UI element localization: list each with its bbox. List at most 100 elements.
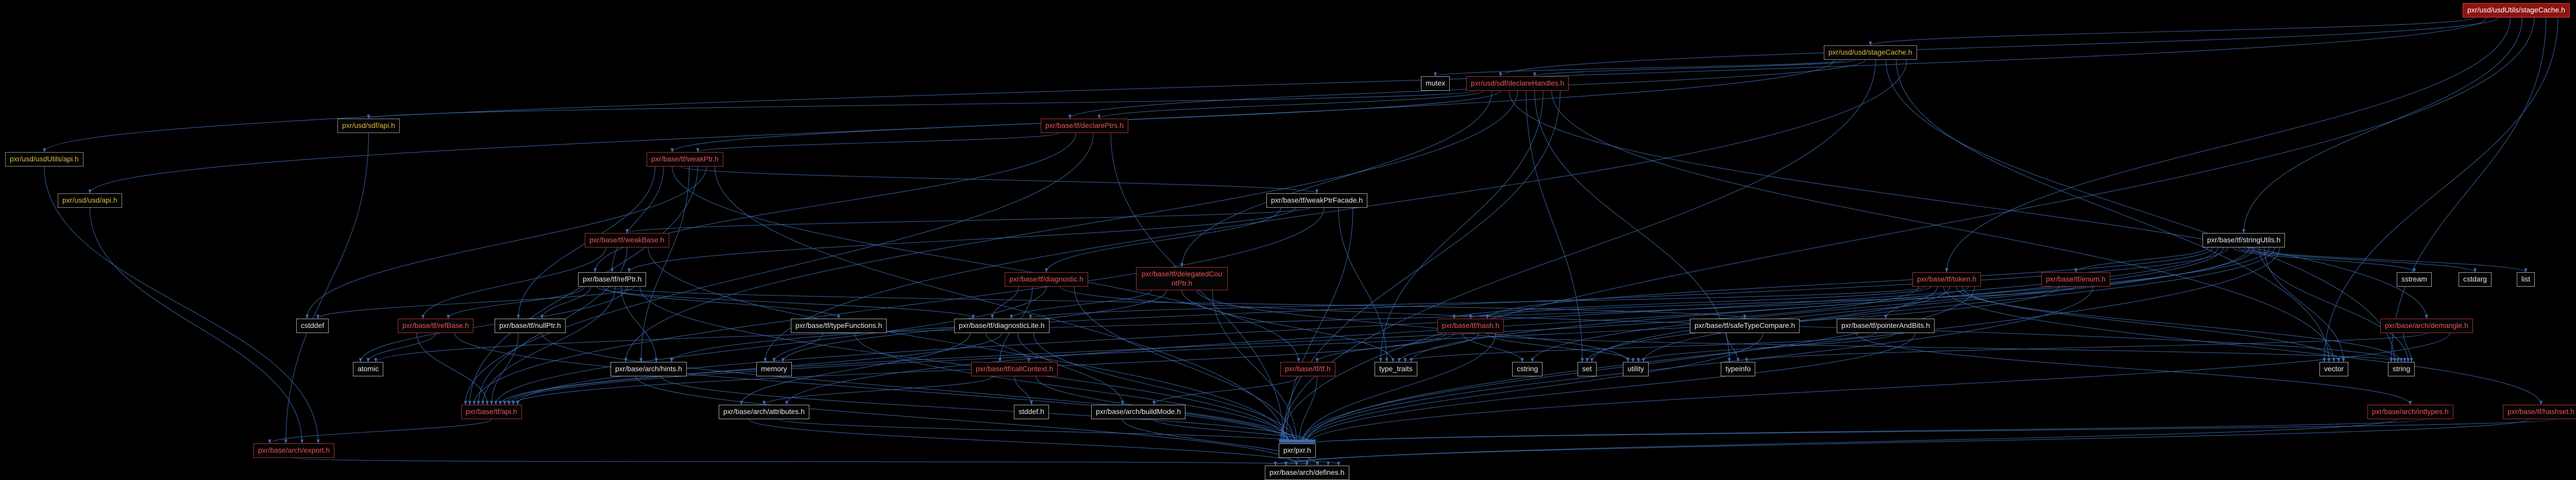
- graph-edge-refBase-to-pxr: [454, 333, 1292, 444]
- graph-node-usdStageCache[interactable]: pxr/usd/usd/stageCache.h: [1824, 45, 1917, 60]
- graph-node-delegatedCountPtr[interactable]: pxr/base/tf/delegatedCountPtr.h: [1136, 267, 1228, 290]
- graph-node-safeTypeCompare[interactable]: pxr/base/tf/safeTypeCompare.h: [1690, 319, 1800, 333]
- graph-edge-refPtr-to-hints: [621, 286, 658, 362]
- graph-edge-main-to-usdStageCache: [1869, 17, 2475, 46]
- graph-edge-main-to-token: [1945, 17, 2511, 273]
- graph-node-enum[interactable]: pxr/base/tf/enum.h: [2041, 272, 2110, 287]
- graph-edge-stringUtils-to-utility: [1642, 247, 2275, 362]
- graph-edge-usdApi-to-archExport: [89, 207, 304, 444]
- graph-edge-pointerAndBits-to-pxr: [1304, 333, 1916, 444]
- graph-node-cstddef: cstddef: [296, 319, 329, 333]
- graph-node-mutex: mutex: [1421, 76, 1450, 91]
- graph-edge-hash-to-type_traits: [1397, 333, 1480, 362]
- graph-node-hints[interactable]: pxr/base/arch/hints.h: [611, 362, 687, 376]
- graph-node-token[interactable]: pxr/base/tf/token.h: [1912, 272, 1981, 287]
- graph-edge-token-to-tfapi: [503, 286, 1919, 405]
- graph-node-stddef_h: stddef.h: [1014, 405, 1049, 419]
- graph-node-declareHandles[interactable]: pxr/usd/sdf/declareHandles.h: [1466, 76, 1569, 91]
- graph-edge-enum-to-pxr: [1300, 286, 2094, 444]
- graph-node-hashset[interactable]: pxr/base/tf/hashset.h: [2503, 405, 2576, 419]
- graph-edge-refPtr-to-cstddef: [316, 286, 634, 319]
- graph-edge-pxr-to-defines: [1297, 457, 1341, 466]
- graph-node-usdUtilsApi[interactable]: pxr/usd/usdUtils/api.h: [5, 152, 83, 167]
- graph-edge-usdStageCache-to-string: [1886, 59, 2396, 362]
- graph-edge-token-to-hash: [1452, 286, 1931, 319]
- graph-edge-delegatedCountPtr-to-utility: [1197, 290, 1630, 362]
- graph-node-diagnosticLite[interactable]: pxr/base/tf/diagnosticLite.h: [954, 319, 1049, 333]
- graph-edge-declarePtrs-to-refPtr: [594, 133, 1076, 273]
- graph-edge-buildMode-to-defines: [1122, 419, 1319, 466]
- graph-edge-nullPtr-to-pxr: [541, 333, 1293, 444]
- graph-edge-hash-to-string: [1470, 333, 2406, 362]
- graph-edge-stringUtils-to-type_traits: [1410, 247, 2270, 362]
- graph-edge-stringUtils-to-vector: [2264, 247, 2345, 362]
- graph-edge-main-to-vector: [2323, 17, 2558, 362]
- graph-node-buildMode[interactable]: pxr/base/arch/buildMode.h: [1091, 405, 1185, 419]
- graph-node-attributes[interactable]: pxr/base/arch/attributes.h: [719, 405, 809, 419]
- graph-edge-weakPtr-to-weakPtrFacade: [680, 166, 1318, 194]
- graph-node-weakPtrFacade[interactable]: pxr/base/tf/weakPtrFacade.h: [1266, 193, 1368, 208]
- graph-node-pointerAndBits[interactable]: pxr/base/tf/pointerAndBits.h: [1837, 319, 1935, 333]
- graph-edge-safeTypeCompare-to-pxr: [1302, 333, 1764, 444]
- graph-edge-main-to-declareHandles: [1499, 17, 2499, 77]
- graph-node-inttypes[interactable]: pxr/base/arch/inttypes.h: [2367, 405, 2453, 419]
- graph-edge-refPtr-to-atomic: [359, 286, 628, 362]
- graph-edge-stringUtils-to-attributes: [785, 247, 2224, 405]
- graph-node-declarePtrs[interactable]: pxr/base/tf/declarePtrs.h: [1041, 119, 1128, 133]
- graph-edge-weakPtr-to-tftf: [672, 166, 1300, 362]
- graph-node-weakBase[interactable]: pxr/base/tf/weakBase.h: [585, 233, 669, 247]
- graph-edge-declarePtrs-to-weakPtr: [696, 133, 1059, 153]
- graph-edge-enum-to-tfapi: [507, 286, 2059, 405]
- graph-node-refBase[interactable]: pxr/base/tf/refBase.h: [398, 319, 474, 333]
- graph-edge-usdUtilsApi-to-archExport: [44, 166, 320, 444]
- graph-edge-hash-to-utility: [1487, 333, 1635, 362]
- graph-edge-declareHandles-to-set: [1526, 90, 1584, 362]
- graph-node-typeFunctions[interactable]: pxr/base/tf/typeFunctions.h: [791, 319, 887, 333]
- graph-edge-stringUtils-to-cstring: [1531, 247, 2255, 362]
- graph-edge-declareHandles-to-sdfApi: [367, 90, 1476, 119]
- graph-edge-usdStageCache-to-vector: [1896, 59, 2331, 362]
- graph-edge-demangle-to-string: [2403, 333, 2413, 362]
- graph-edge-stringUtils-to-hints: [670, 247, 2229, 362]
- graph-node-diagnostic[interactable]: pxr/base/tf/diagnostic.h: [1005, 272, 1088, 287]
- graph-node-pxr[interactable]: pxr/pxr.h: [1279, 443, 1316, 458]
- graph-edge-refPtr-to-nullPtr: [540, 286, 591, 319]
- graph-edge-tftf-to-pxr: [1297, 376, 1317, 444]
- graph-node-archExport[interactable]: pxr/base/arch/export.h: [253, 443, 335, 458]
- graph-edge-hash-to-cstring: [1462, 333, 1524, 362]
- graph-node-stringUtils[interactable]: pxr/base/tf/stringUtils.h: [2202, 233, 2285, 247]
- graph-edge-weakPtr-to-cstddef: [306, 166, 707, 319]
- graph-edge-diagnosticLite-to-callContext: [986, 333, 1030, 362]
- graph-edge-refPtr-to-diagnosticLite: [596, 286, 975, 319]
- graph-edge-stringUtils-to-hash: [1485, 247, 2213, 319]
- graph-node-defines[interactable]: pxr/base/arch/defines.h: [1265, 466, 1349, 480]
- graph-node-sstream: sstream: [2397, 272, 2432, 287]
- graph-edge-diagnostic-to-diagnosticLite: [991, 286, 1019, 319]
- graph-node-nullPtr[interactable]: pxr/base/tf/nullPtr.h: [495, 319, 566, 333]
- graph-node-demangle[interactable]: pxr/base/arch/demangle.h: [2380, 319, 2473, 333]
- graph-node-hash[interactable]: pxr/base/tf/hash.h: [1437, 319, 1504, 333]
- graph-node-tftf[interactable]: pxr/base/tf/tf.h: [1280, 362, 1335, 376]
- graph-edge-usdStageCache-to-declareHandles: [1533, 59, 1855, 77]
- graph-node-usdApi[interactable]: pxr/usd/usd/api.h: [58, 193, 122, 208]
- graph-edge-callContext-to-attributes: [762, 376, 993, 405]
- graph-node-cstdarg: cstdarg: [2459, 272, 2492, 287]
- graph-edge-stringUtils-to-set: [1590, 247, 2249, 362]
- graph-node-main[interactable]: pxr/usd/usdUtils/stageCache.h: [2463, 3, 2570, 18]
- graph-node-type_traits: type_traits: [1375, 362, 1417, 376]
- graph-node-tfapi[interactable]: pxr/base/tf/api.h: [461, 405, 522, 419]
- graph-node-callContext[interactable]: pxr/base/tf/callContext.h: [971, 362, 1058, 376]
- graph-edge-declareHandles-to-pxr: [1281, 90, 1561, 444]
- graph-edge-typeFunctions-to-memory: [772, 333, 823, 362]
- graph-edge-declareHandles-to-typeinfo: [1534, 90, 1731, 362]
- graph-node-weakPtr[interactable]: pxr/base/tf/weakPtr.h: [647, 152, 723, 167]
- graph-edge-attributes-to-defines: [749, 419, 1309, 466]
- graph-node-sdfApi[interactable]: pxr/usd/sdf/api.h: [337, 119, 400, 133]
- graph-node-refPtr[interactable]: pxr/base/tf/refPtr.h: [578, 272, 647, 287]
- graph-edge-stringUtils-to-pxr: [1305, 247, 2280, 444]
- graph-edge-nullPtr-to-tfapi: [490, 333, 519, 405]
- graph-edge-hints-to-pxr: [661, 376, 1314, 444]
- graph-edge-stringUtils-to-enum: [2074, 247, 2208, 273]
- graph-edge-main-to-usdUtilsApi: [43, 17, 2487, 153]
